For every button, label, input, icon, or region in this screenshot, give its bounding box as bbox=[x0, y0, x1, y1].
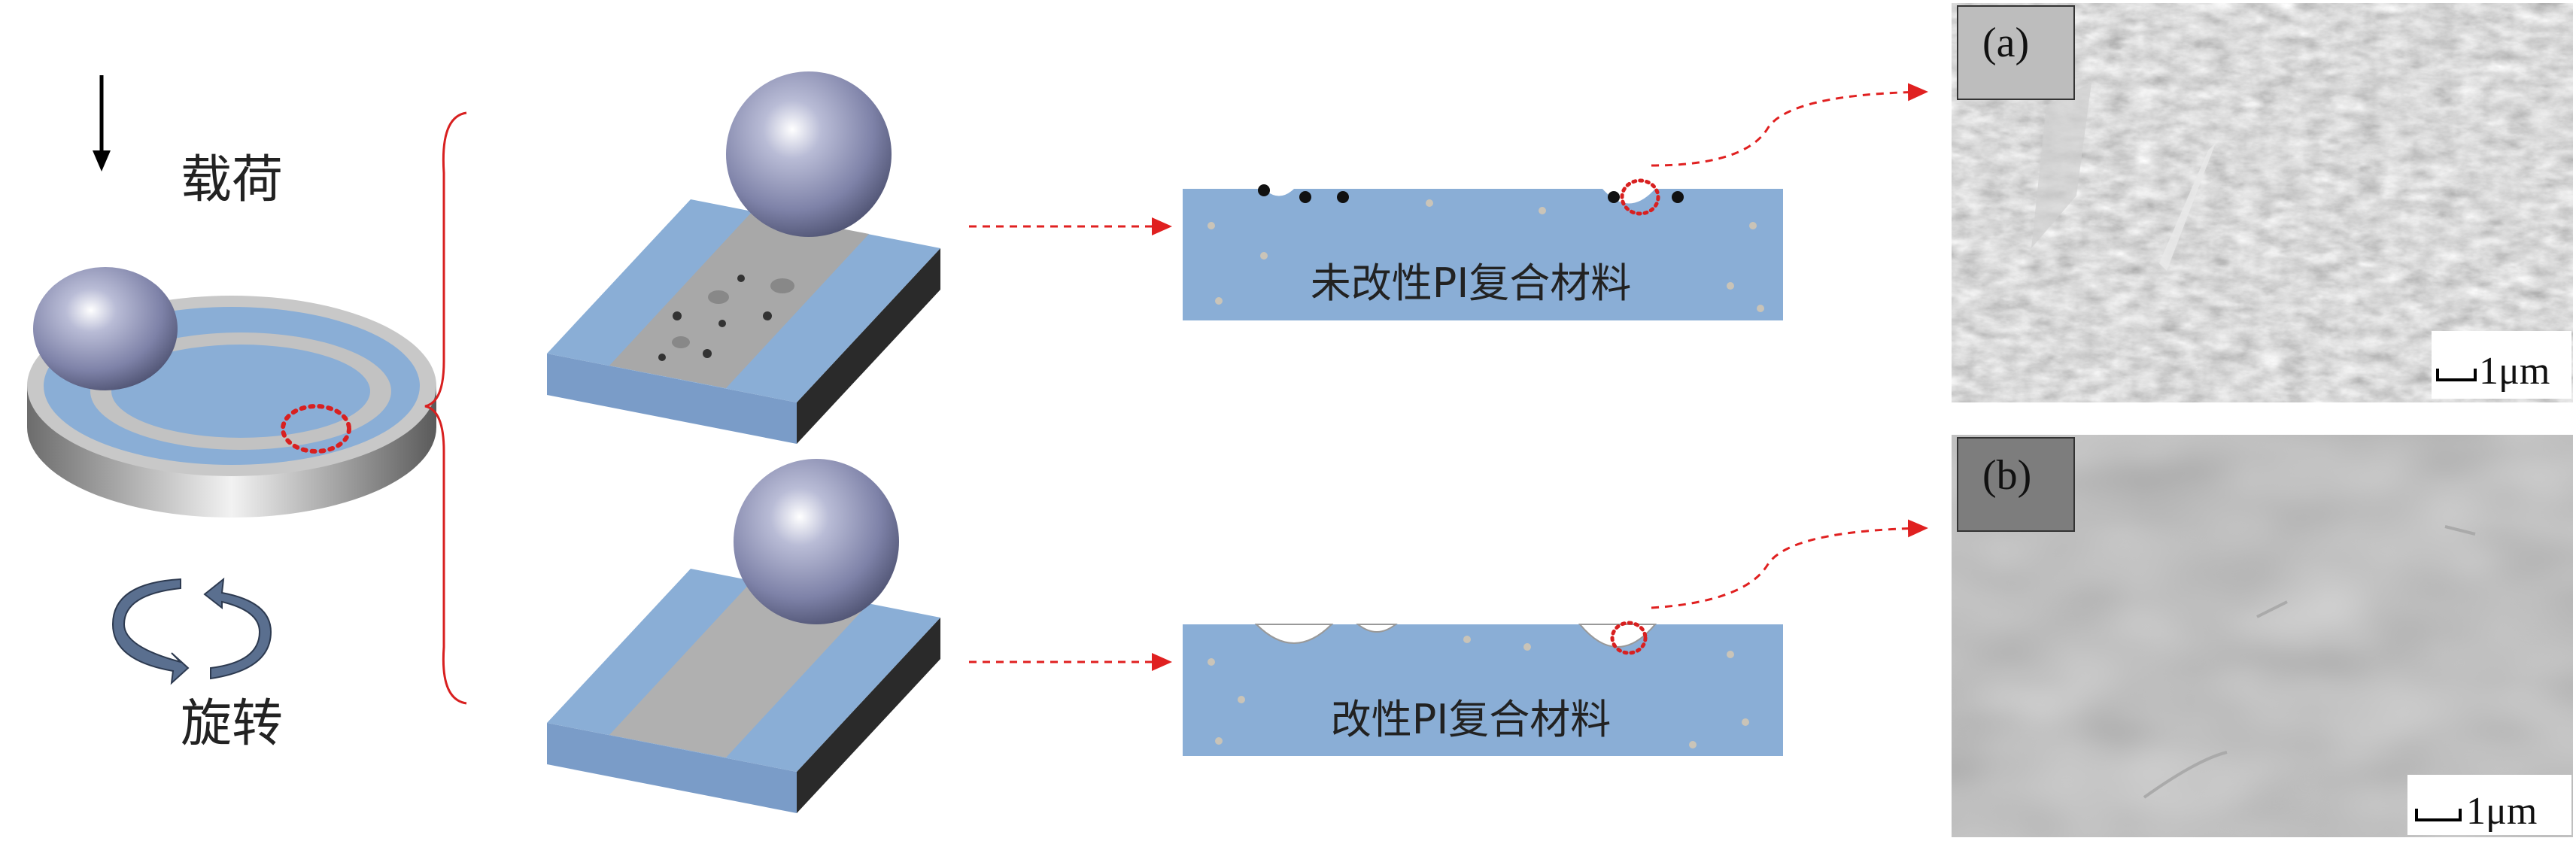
cross-section-label: 未改性PI复合材料 bbox=[1311, 260, 1632, 307]
brace bbox=[424, 111, 467, 705]
load-label: 载荷 bbox=[181, 150, 283, 210]
ball-icon bbox=[33, 267, 178, 390]
ball-icon bbox=[726, 71, 892, 237]
pin-on-disc-setup: 载荷 旋转 bbox=[27, 75, 436, 754]
scale-bar-icon bbox=[2436, 369, 2477, 381]
scale-bar-icon bbox=[2415, 809, 2462, 821]
sem-image-a: (a) 1μm bbox=[1952, 3, 2573, 402]
arrow-icon bbox=[1651, 83, 1928, 167]
scale-bar-label: 1μm bbox=[2479, 350, 2550, 393]
panel-label: (a) bbox=[1982, 20, 2029, 66]
cross-section-label: 改性PI复合材料 bbox=[1331, 696, 1612, 743]
panel-label: (b) bbox=[1982, 452, 2031, 499]
cross-section-modified: 改性PI复合材料 bbox=[1183, 621, 1783, 756]
cross-section-unmodified: 未改性PI复合材料 bbox=[1183, 178, 1783, 320]
worn-block-modified bbox=[547, 459, 940, 813]
rotate-label: 旋转 bbox=[181, 694, 283, 754]
rotation-arrows-icon bbox=[111, 577, 272, 685]
scale-bar-label: 1μm bbox=[2466, 790, 2537, 833]
wear-track-highlight bbox=[281, 404, 351, 454]
sem-image-b: (b) 1μm bbox=[1952, 435, 2573, 837]
worn-block-unmodified bbox=[547, 71, 940, 444]
ball-icon bbox=[734, 459, 899, 624]
arrow-icon bbox=[1651, 519, 1928, 609]
